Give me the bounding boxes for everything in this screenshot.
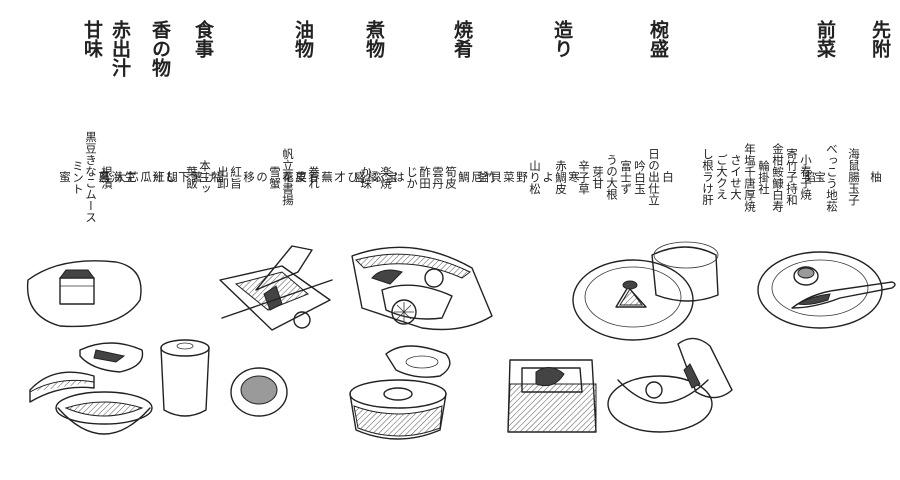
dish-sakizuke-line: 餡 [803,171,817,183]
dish-tsukuri-line: 貝 [489,171,503,183]
dish-kounomono-line: 瓜 [139,171,153,183]
dish-zensai-line: し根ラけ肝 [701,148,715,206]
shokuji-bowl-illustration [349,345,451,440]
dish-zensai-line: さイせ大 [729,154,743,200]
dish-amami-line: ミント [71,159,85,195]
dish-yakimono-line: 竹 [483,171,497,183]
dish-agemono-line: 出卸 [216,165,230,189]
header-nimono: 煮物 [363,20,385,58]
dish-zensai-line: ご大クえ [715,154,729,200]
dish-agemono-line: 春 [307,171,321,183]
dish-wan-line: 日の出仕立 [647,148,661,206]
dish-nimono-line: 花 [281,171,295,183]
dish-akadashi-line: 海 [110,171,124,183]
dish-nimono-line: ひ [346,171,360,183]
dish-kounomono-line: 紅 [152,171,166,183]
dish-nimono-line: 宝 [385,171,399,183]
header-shokuji: 食事 [192,20,214,58]
dish-tsukuri-line: 菜 [502,171,516,183]
dish-shokuji-line: 福 [211,171,225,183]
dish-nimono-line: 菜 [294,171,308,183]
akadashi-bowl-illustration [160,339,210,417]
dish-nimono-line: ふ [372,171,386,183]
dish-yakimono-line: 筍皮 [444,165,458,189]
zensai-plate-illustration [572,241,719,341]
wan-bowl-illustration [351,246,493,331]
dish-agemono-line: 皮 [294,171,308,183]
agemono-basket-illustration [507,359,597,433]
dish-zensai-line: 輪掛社 [757,159,771,195]
header-akadashi: 赤出汁 [109,20,131,77]
dish-kounomono-line: 根漬 [100,165,114,189]
tsukuri-plate-illustration [219,245,333,331]
dish-agemono-line: げ [203,171,217,183]
dish-wan-line: 富士ず [619,159,633,195]
dish-agemono-line: 帆立奉書揚 [281,148,295,206]
yakimono-plate-illustration [26,260,142,328]
dish-kounomono-line: 芯 [126,171,140,183]
dish-amami-line: 黒 [97,171,111,183]
dish-agemono-line: の [255,171,269,183]
dish-agemono-line: 雪蟹 [268,165,282,189]
nimono-bowl-illustration [607,337,733,433]
header-amami: 甘味 [81,20,103,58]
dish-wan-line: うの大根 [605,154,619,200]
header-zensai: 前菜 [814,20,836,58]
dish-agemono-line: 下 [177,171,191,183]
dish-agemono-line: 移 [242,171,256,183]
dish-yakimono-line: 尼 [470,171,484,183]
dish-yakimono-line: 酢田 [418,165,432,189]
dish-kounomono-line: 大 [113,171,127,183]
header-tsukuri: 造り [551,20,573,58]
dish-tsukuri-line: 寒 [567,171,581,183]
dish-yakimono-line: 盛 [353,171,367,183]
dish-akadashi-line: 生 [123,171,137,183]
dish-wan-line: 吟白玉 [633,159,647,195]
kounomono-dish-illustration [230,367,288,417]
dish-agemono-line: 薯 [190,171,204,183]
dish-nimono-line: 才 [333,171,347,183]
header-yakimono: 焼肴 [451,20,473,58]
header-agemono: 油物 [292,20,314,58]
dish-amami-line: 蜜 [58,171,72,183]
dish-wan-line: 白 [661,171,675,183]
dish-zensai-line: 小春子焼 [799,154,813,200]
dish-yakimono-line: は [392,171,406,183]
header-kounomono: 香の物 [149,20,171,77]
dish-sakizuke-line: 柚 [869,171,883,183]
dish-tsukuri-line: 野 [515,171,529,183]
header-sakizuke: 先附 [869,20,891,58]
dish-tsukuri-line: 山り松 [528,159,542,195]
dish-kounomono-line: 胡 [165,171,179,183]
header-wan: 椀盛 [647,20,669,58]
dish-nimono-line: 蕪 [320,171,334,183]
dish-nimono-line: か珠 [359,165,373,189]
dish-agemono-line: し [164,171,178,183]
dish-yakimono-line: 楽焼 [379,165,393,189]
dish-yakimono-line: 橘 [366,171,380,183]
dish-sakizuke-line: 海鼠腸玉子 [847,148,861,206]
dish-zensai-line: 金柑鮟鱇白寿 [771,142,785,212]
dish-yakimono-line: 雲丹 [431,165,445,189]
dish-akadashi-line: 苔 [97,171,111,183]
sakizuke-plate-illustration [757,251,896,329]
amami-bowl-illustration [29,342,153,435]
dish-agemono-line: 紅旨 [229,165,243,189]
dish-zensai-line: 寄竹子持和 [785,148,799,206]
dish-agemono-line: 汁 [151,171,165,183]
dish-shokuji-line: 本三ッ [198,159,212,195]
dish-tsukuri-line: 釜 [476,171,490,183]
dish-tsukuri-line: よ [541,171,555,183]
dish-sakizuke-line: べっこう地菘 [825,142,839,212]
dish-nimono-line: 巻れ [307,165,321,189]
dish-wan-line: 辛子草 [577,159,591,195]
dish-yakimono-line: じか [405,165,419,189]
dish-zensai-line: 宝 [813,171,827,183]
dish-shokuji-line: 葉飯 [185,165,199,189]
dish-wan-line: 芽甘 [591,165,605,189]
dish-zensai-line: 年塩千唐厚焼 [743,142,757,212]
dish-amami-line: 黒豆きなこムース [84,131,98,223]
dish-tsukuri-line: 赤鯛皮 [554,159,568,195]
dish-yakimono-line: 鯛 [457,171,471,183]
